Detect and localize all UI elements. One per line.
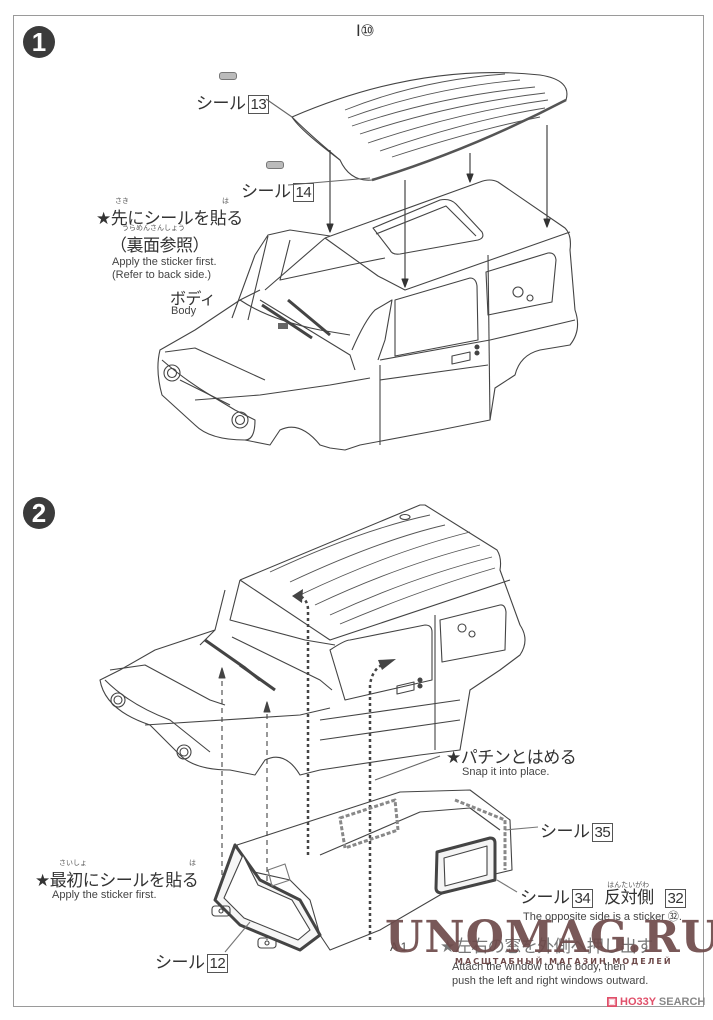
sticker-35-number: 35 xyxy=(591,822,614,842)
opposite-side-label: はんたいがわ 反対側 xyxy=(604,881,654,908)
window-note-jp: ★左右の窓を外側へ押し出す xyxy=(440,937,653,957)
window-glazing-part xyxy=(211,789,513,952)
sticker-32-number: 32 xyxy=(664,888,687,908)
apply-first-note-step2-jp: さいしょ は ★最初にシールを貼る xyxy=(35,859,199,891)
step-2-panel xyxy=(13,485,704,1007)
part-label-i10: I⑩ xyxy=(356,21,375,40)
body-label-en: Body xyxy=(171,305,197,317)
snap-note-en: Snap it into place. xyxy=(462,766,550,778)
guide-arrows-step2 xyxy=(218,589,441,940)
window-note-en-line2: push the left and right windows outward. xyxy=(452,975,649,987)
apply-first-note-en: Apply the sticker first. xyxy=(112,256,217,268)
watermark-text: UNOMAG.RU xyxy=(385,912,713,963)
sticker-13-number: 13 xyxy=(247,94,270,114)
apply-first-note-jp: さき は ★先にシールを貼る xyxy=(96,197,243,229)
hobby-search-credit: ▣HO33Y SEARCH xyxy=(607,996,706,1008)
sticker-13-icon xyxy=(219,72,237,80)
step-1-badge: 1 xyxy=(23,26,55,58)
snap-note-jp: ★パチンとはめる xyxy=(446,748,577,768)
sticker-14-number: 14 xyxy=(292,182,315,202)
opposite-side-note: The opposite side is a sticker ㉜. xyxy=(523,911,682,923)
apply-first-note-step2-en: Apply the sticker first. xyxy=(52,889,157,901)
sticker-12-number: 12 xyxy=(206,953,229,973)
refer-back-note-jp: うらめんさんしょう （裏面参照） xyxy=(110,224,210,256)
sticker-34-number: 34 xyxy=(571,888,594,908)
hobby-search-logo-icon: ▣ xyxy=(607,997,617,1008)
roof-part-step1 xyxy=(291,71,568,182)
step-2-badge: 2 xyxy=(23,497,55,529)
car-body-step1 xyxy=(157,179,579,451)
body-label-jp: ボディ xyxy=(170,289,216,308)
roof-arrows-step1 xyxy=(326,125,551,288)
car-body-step2 xyxy=(99,504,526,776)
step-1-panel xyxy=(13,15,704,487)
refer-back-note-en: (Refer to back side.) xyxy=(112,269,212,281)
window-note-en-line1: Attach the window to the body, then xyxy=(452,961,626,973)
watermark-subtitle: МАСШТАБНЫЙ МАГАЗИН МОДЕЛЕЙ xyxy=(455,957,673,966)
part-ref-a1: A 1 xyxy=(390,940,408,954)
sticker-14-icon xyxy=(266,161,284,169)
